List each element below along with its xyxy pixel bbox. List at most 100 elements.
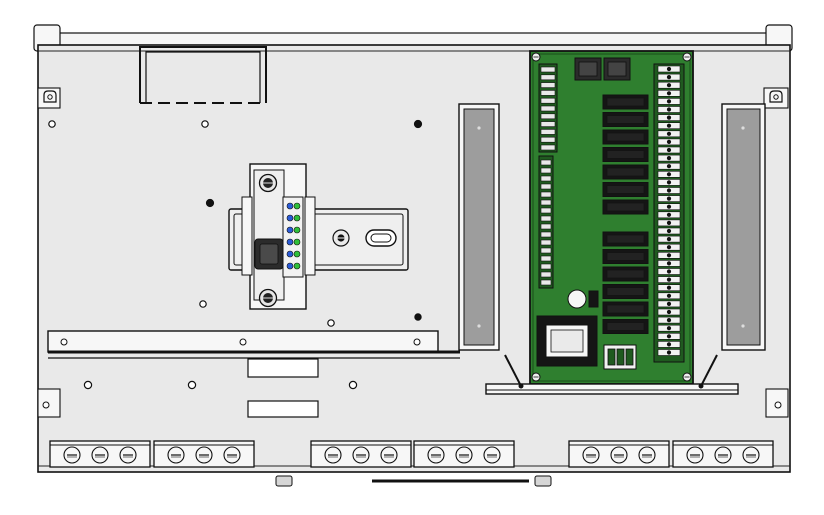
terminal-screw-icon (91, 446, 109, 464)
keyhole-icon (43, 90, 57, 103)
hole (48, 120, 56, 128)
terminal-screw-icon (666, 220, 672, 225)
terminal-screw-icon (666, 228, 672, 234)
hole (414, 313, 422, 321)
terminal-screw-icon (666, 277, 672, 282)
din-rail-inner (233, 213, 404, 266)
terminal-screw-icon (352, 446, 370, 464)
terminal-screw-icon (666, 293, 672, 298)
terminal-screw-icon (666, 245, 672, 250)
knob-icon (258, 288, 278, 308)
terminal-screw-icon (610, 446, 628, 464)
terminal-screw-icon (195, 446, 213, 464)
pin-icon (540, 136, 556, 143)
terminal-screw-icon (666, 342, 672, 347)
terminal-screw-icon (714, 446, 732, 464)
hole (201, 120, 209, 128)
terminal-screw-icon (666, 147, 672, 153)
terminal-screw-icon (666, 115, 672, 120)
screw-icon (531, 52, 541, 62)
terminal-strip-icon (282, 196, 304, 278)
terminal-screw-icon (666, 261, 672, 266)
pcb-mount-bracket (485, 354, 739, 395)
terminal-screw-icon (666, 172, 672, 177)
pin-icon (540, 113, 556, 120)
terminal-block (413, 440, 515, 468)
pin-icon (540, 82, 556, 88)
pin-icon (540, 239, 552, 246)
terminal-screw-icon (666, 237, 672, 242)
pin-icon (540, 263, 552, 270)
terminal-screw-icon (380, 446, 398, 464)
terminal-screw-icon (666, 180, 672, 185)
pcb-left-header (538, 63, 558, 289)
pin-icon (540, 255, 552, 262)
pin-icon (540, 66, 556, 73)
keyhole-icon (769, 90, 783, 103)
pin-icon (540, 207, 552, 214)
relay-bank-top (602, 94, 649, 215)
pin-icon (540, 97, 556, 104)
terminal-screw-icon (119, 446, 137, 464)
pin-icon (540, 129, 556, 135)
terminal-screw-icon (666, 75, 672, 80)
terminal-screw-icon (666, 156, 672, 161)
pin-icon (540, 74, 556, 81)
terminal-screw-icon (666, 107, 672, 112)
standoff-right (721, 103, 766, 351)
pin-icon (540, 223, 552, 230)
terminal-screw-icon (666, 66, 672, 72)
terminal-screw-icon (666, 350, 672, 355)
bottom-terminal-blocks (49, 440, 774, 468)
pin-icon (540, 144, 556, 151)
lower-left-bracket (47, 330, 460, 418)
pin-icon (540, 279, 552, 286)
terminal-screw-icon (742, 446, 760, 464)
terminal-screw-icon (666, 164, 672, 169)
pin-icon (540, 183, 552, 190)
terminal-screw-icon (666, 131, 672, 136)
terminal-screw-icon (666, 309, 672, 315)
hole (205, 198, 215, 208)
terminal-block (49, 440, 151, 468)
screw-icon (531, 372, 541, 382)
terminal-screw-icon (63, 446, 81, 464)
din-rail-assembly (228, 163, 409, 310)
hole (327, 319, 335, 327)
plate-holes (48, 119, 423, 390)
terminal-screw-icon (427, 446, 445, 464)
terminal-screw-icon (666, 83, 672, 88)
pin-icon (540, 199, 552, 206)
terminal-block (672, 440, 774, 468)
terminal-screw-icon (666, 334, 672, 339)
terminal-screw-icon (666, 196, 672, 201)
terminal-screw-icon (666, 285, 672, 290)
pcb-round-component (567, 289, 599, 309)
small-terminal-connector (603, 344, 637, 370)
transformer (536, 315, 598, 367)
terminal-screw-icon (582, 446, 600, 464)
terminal-screw-icon (638, 446, 656, 464)
terminal-block (568, 440, 670, 468)
screw-hole-icon (42, 401, 50, 409)
terminal-screw-icon (666, 123, 672, 128)
rail-screw-icon (332, 229, 350, 247)
pin-icon (540, 121, 556, 127)
pin-icon (540, 175, 552, 182)
top-bracket (139, 46, 267, 104)
relay-bank-bottom (602, 231, 649, 334)
pin-icon (540, 215, 552, 222)
terminal-screw-icon (666, 204, 672, 209)
standoff-left (458, 103, 500, 351)
pcb-right-terminals (653, 63, 685, 363)
left-lower-tab (37, 388, 61, 418)
terminal-screw-icon (666, 253, 672, 258)
hole (199, 300, 207, 308)
terminal-screw-icon (483, 446, 501, 464)
terminal-screw-icon (666, 91, 672, 96)
pin-icon (540, 105, 556, 112)
screw-icon (682, 52, 692, 62)
terminal-screw-icon (666, 269, 672, 274)
pin-icon (540, 271, 552, 278)
